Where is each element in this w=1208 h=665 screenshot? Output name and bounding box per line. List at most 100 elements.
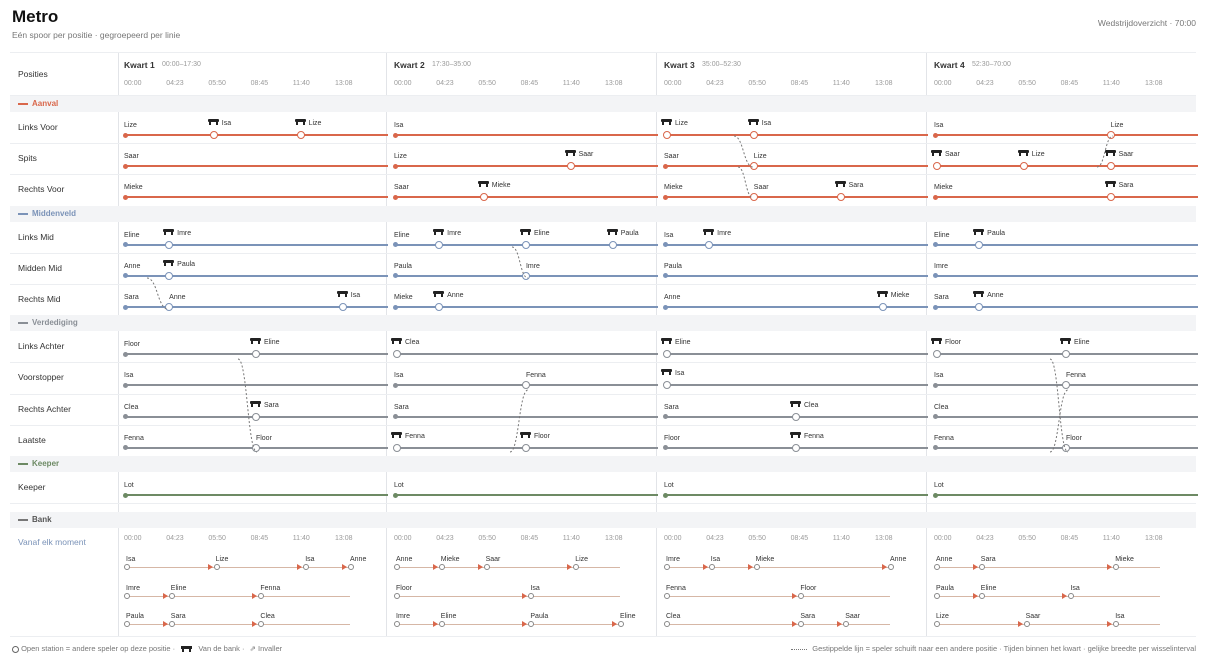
bench-arrow [1107, 621, 1113, 627]
bench-station[interactable] [618, 621, 624, 627]
station-open[interactable] [705, 240, 714, 249]
bench-station[interactable] [303, 564, 310, 570]
bench-player-name: Anne [350, 556, 367, 563]
station-open[interactable] [435, 240, 444, 249]
bench-station[interactable] [168, 621, 175, 627]
station-open[interactable] [749, 162, 758, 171]
bench-station[interactable] [394, 592, 400, 599]
station-open[interactable] [165, 303, 174, 311]
station-start [123, 242, 128, 248]
station-open[interactable] [521, 443, 530, 452]
bench-station[interactable] [258, 621, 265, 627]
station-open[interactable] [975, 240, 984, 249]
bench-station[interactable] [798, 592, 805, 599]
bench-station[interactable] [573, 564, 580, 570]
station-open[interactable] [1106, 162, 1115, 171]
station-open[interactable] [521, 240, 530, 249]
tick-label: 04:23 [706, 80, 724, 87]
station-open[interactable] [165, 240, 174, 249]
station-open[interactable] [1106, 193, 1115, 202]
position-label: Keeper [18, 482, 46, 492]
station-open[interactable] [1061, 381, 1070, 390]
station-open[interactable] [791, 443, 800, 452]
player-name: Isa [221, 120, 232, 127]
bench-station[interactable] [664, 592, 670, 599]
station-open[interactable] [338, 303, 347, 311]
station-open[interactable] [165, 271, 174, 280]
player-name: Mieke [934, 184, 953, 192]
player-name: Lize [308, 120, 322, 127]
bench-station[interactable] [708, 564, 715, 570]
station-open[interactable] [933, 350, 941, 359]
bench-station[interactable] [438, 621, 445, 627]
station-open[interactable] [1061, 350, 1070, 359]
bench-station[interactable] [934, 592, 940, 599]
bench-station[interactable] [664, 621, 670, 627]
station-open[interactable] [393, 350, 401, 359]
player-name: Saar [945, 151, 960, 159]
bench-station[interactable] [934, 621, 940, 627]
station-open[interactable] [663, 381, 671, 390]
station-open[interactable] [975, 303, 984, 311]
station-open[interactable] [251, 412, 260, 421]
station-open[interactable] [566, 162, 575, 171]
bench-station[interactable] [888, 564, 894, 570]
station-open[interactable] [296, 131, 305, 139]
row-rule [10, 503, 1196, 505]
bench-station[interactable] [664, 564, 670, 570]
bench-station[interactable] [528, 621, 535, 627]
bench-station[interactable] [438, 564, 445, 570]
station-open[interactable] [1106, 131, 1115, 139]
track-line [394, 353, 658, 356]
bench-station[interactable] [753, 564, 760, 570]
station-open[interactable] [836, 193, 845, 202]
station-open[interactable] [435, 303, 444, 311]
station-open[interactable] [521, 271, 530, 280]
track-line [394, 494, 658, 496]
station-open[interactable] [878, 303, 887, 311]
bench-station[interactable] [798, 621, 805, 627]
station-open[interactable] [749, 193, 758, 202]
bench-station[interactable] [528, 592, 535, 599]
player-name: Floor [255, 434, 272, 442]
station-open[interactable] [749, 131, 758, 139]
bench-station[interactable] [1068, 592, 1075, 599]
station-open[interactable] [479, 193, 488, 202]
bench-station[interactable] [124, 592, 130, 599]
bench-station[interactable] [348, 564, 354, 570]
bench-station[interactable] [124, 621, 130, 627]
bench-station[interactable] [934, 564, 940, 570]
bench-station[interactable] [843, 621, 850, 627]
bench-station[interactable] [978, 592, 985, 599]
station-open[interactable] [933, 162, 941, 171]
station-open[interactable] [663, 131, 671, 139]
station-open[interactable] [209, 131, 218, 139]
player-name: Imre [525, 262, 540, 270]
bench-station[interactable] [978, 564, 985, 570]
player-name: Sara [934, 294, 949, 301]
track-line [664, 196, 928, 199]
bench-station[interactable] [483, 564, 490, 570]
bench-player-name: Isa [530, 584, 540, 592]
station-open[interactable] [1019, 162, 1028, 171]
tick-label: 04:23 [706, 535, 724, 542]
bench-station[interactable] [258, 592, 265, 599]
bench-station[interactable] [213, 564, 220, 570]
bench-station[interactable] [1023, 621, 1030, 627]
bench-station[interactable] [394, 621, 400, 627]
bench-station[interactable] [1113, 621, 1120, 627]
station-open[interactable] [521, 381, 530, 390]
bench-station[interactable] [394, 564, 400, 570]
station-open[interactable] [791, 412, 800, 421]
station-start [663, 492, 668, 498]
station-open[interactable] [251, 350, 260, 359]
station-open[interactable] [663, 350, 671, 359]
station-open[interactable] [608, 240, 617, 249]
station-open[interactable] [251, 443, 260, 452]
bench-arrow [837, 621, 843, 627]
bench-station[interactable] [168, 592, 175, 599]
station-open[interactable] [1061, 443, 1070, 452]
bench-station[interactable] [124, 564, 130, 570]
station-open[interactable] [393, 443, 401, 452]
bench-station[interactable] [1113, 564, 1120, 570]
